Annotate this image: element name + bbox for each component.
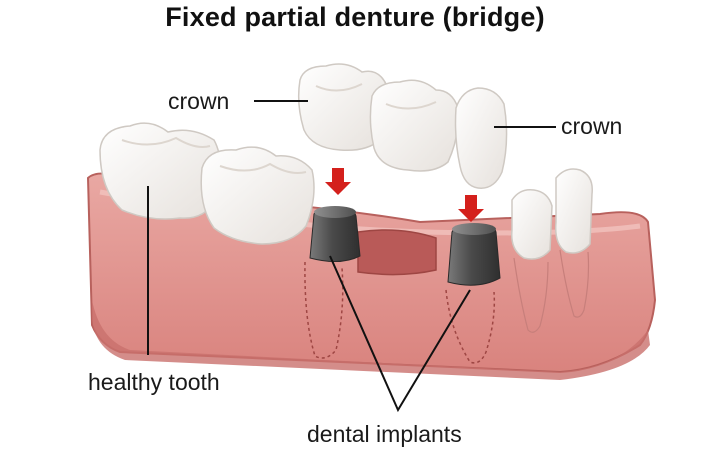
implant-left: [309, 206, 361, 262]
healthy-incisor-right-2: [554, 168, 593, 254]
implant-right: [447, 223, 501, 286]
diagram-title: Fixed partial denture (bridge): [165, 2, 545, 32]
label-dental-implants: dental implants: [307, 421, 462, 447]
healthy-molar-right: [200, 146, 315, 245]
bridge-crowns: [297, 63, 508, 189]
arrow-down-icon: [325, 168, 351, 195]
arrow-down-icon: [458, 195, 484, 222]
label-crown-left: crown: [168, 88, 230, 114]
healthy-incisor-right-1: [511, 188, 553, 260]
label-crown-right: crown: [561, 113, 623, 139]
leader-line-dental-implants: [329, 255, 471, 413]
label-healthy-tooth: healthy tooth: [88, 369, 220, 395]
